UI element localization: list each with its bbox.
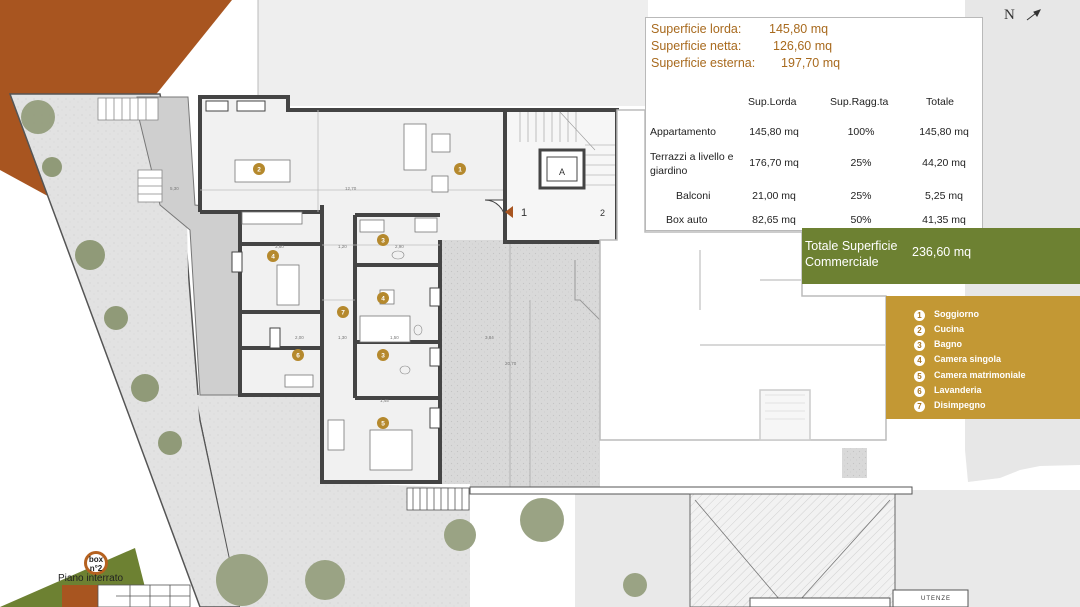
- apartment-floor: [198, 95, 505, 482]
- svg-text:3,60: 3,60: [275, 244, 284, 249]
- box-badge: box n°2: [84, 551, 108, 575]
- stair-label-1: 1: [521, 207, 527, 219]
- svg-text:6: 6: [296, 353, 300, 360]
- summary-line-netta: Superficie netta: 126,60 mq: [651, 39, 833, 53]
- svg-text:5: 5: [381, 421, 385, 428]
- row-name: Appartamento: [650, 126, 716, 138]
- row-totale: 5,25 mq: [925, 190, 963, 202]
- total-commercial-surface: Totale Superficie Commerciale 236,60 mq: [802, 228, 1080, 284]
- floor-label: Piano interrato: [58, 573, 124, 584]
- row-perc: 50%: [850, 214, 872, 226]
- svg-text:3: 3: [381, 353, 385, 360]
- row-totale: 145,80 mq: [919, 126, 969, 138]
- svg-text:4: 4: [381, 296, 385, 303]
- room-markers: 1 2 3 4 4 7 3 6 5: [253, 163, 466, 429]
- row-perc: 100%: [847, 126, 875, 138]
- terrace-strip: [136, 96, 241, 396]
- row-perc: 25%: [850, 157, 872, 169]
- row-lorda: 21,00 mq: [752, 190, 796, 202]
- svg-text:1,45: 1,45: [380, 398, 389, 403]
- courtyard: [437, 240, 600, 490]
- summary-line-lorda: Superficie lorda: 145,80 mq: [651, 22, 829, 36]
- surface-summary-panel: Superficie lorda: 145,80 mq Superficie n…: [645, 17, 983, 231]
- svg-text:4: 4: [271, 254, 275, 261]
- svg-text:1,50: 1,50: [390, 335, 399, 340]
- box-brown-mark: [62, 585, 98, 607]
- row-lorda: 145,80 mq: [749, 126, 799, 138]
- row-name: Box auto: [666, 214, 708, 226]
- svg-text:5,30: 5,30: [170, 186, 179, 191]
- row-lorda: 82,65 mq: [752, 214, 796, 226]
- svg-text:12,70: 12,70: [345, 186, 357, 191]
- row-perc: 25%: [850, 190, 872, 202]
- svg-text:1,20: 1,20: [338, 244, 347, 249]
- row-name: Terrazzi a livello e giardino: [650, 151, 734, 177]
- row-totale: 44,20 mq: [922, 157, 966, 169]
- summary-line-esterna: Superficie esterna: 197,70 mq: [651, 56, 841, 70]
- svg-text:20,70: 20,70: [505, 361, 517, 366]
- stair-label-2: 2: [600, 208, 605, 218]
- svg-text:2: 2: [257, 167, 261, 174]
- svg-text:7: 7: [341, 310, 345, 317]
- utenze-label: UTENZE: [921, 596, 951, 602]
- lift-label: A: [559, 167, 565, 177]
- north-label: N: [1004, 7, 1015, 23]
- svg-text:2,90: 2,90: [395, 244, 404, 249]
- row-totale: 41,35 mq: [922, 214, 966, 226]
- row-lorda: 176,70 mq: [749, 157, 799, 169]
- compass-icon: [1026, 9, 1041, 21]
- row-name: Balconi: [676, 190, 711, 202]
- svg-text:1: 1: [458, 167, 462, 174]
- svg-text:2,00: 2,00: [295, 335, 304, 340]
- svg-text:3,84: 3,84: [485, 335, 494, 340]
- top-street: [258, 0, 648, 106]
- svg-text:1,30: 1,30: [338, 335, 347, 340]
- total-value: 236,60 mq: [912, 245, 972, 259]
- header-totale: Totale: [926, 96, 955, 108]
- svg-text:3: 3: [381, 238, 385, 245]
- garage-ramp: [469, 486, 969, 607]
- header-sup-raggta: Sup.Ragg.ta: [830, 96, 889, 108]
- header-sup-lorda: Sup.Lorda: [748, 96, 797, 108]
- total-label: Totale Superficie Commerciale: [805, 239, 898, 269]
